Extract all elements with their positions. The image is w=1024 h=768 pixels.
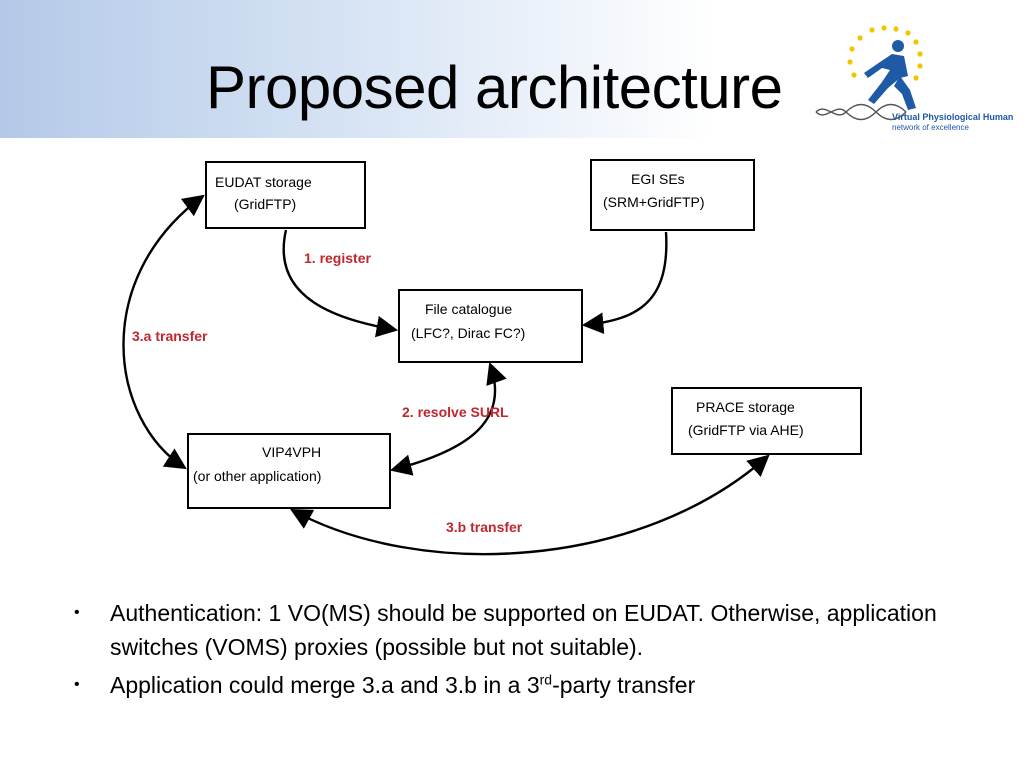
file-catalogue-box: File catalogue (LFC?, Dirac FC?) [398,289,583,363]
vip-box-line2: (or other application) [193,468,321,484]
architecture-diagram: EUDAT storage (GridFTP) EGI SEs (SRM+Gri… [122,159,862,556]
egi-box-line1: EGI SEs [631,171,685,187]
logo-subtitle: network of excellence [892,123,969,132]
bullet-marker: • [74,604,80,621]
slide-title: Proposed architecture [206,54,783,121]
prace-storage-box: PRACE storage (GridFTP via AHE) [671,387,862,455]
vip4vph-box: VIP4VPH (or other application) [187,433,391,509]
egi-ses-box: EGI SEs (SRM+GridFTP) [590,159,755,231]
bullet-item-merge: • Application could merge 3.a and 3.b in… [74,668,974,702]
resolve-surl-label: 2. resolve SURL [402,404,509,420]
register-arrow [282,229,399,338]
egi-to-catalogue-arrow [581,231,668,335]
vip-box-line1: VIP4VPH [262,444,321,460]
eu-stars-icon [847,25,923,81]
catalogue-box-line2: (LFC?, Dirac FC?) [411,325,525,341]
header-band [0,0,1024,138]
prace-box-line1: PRACE storage [696,399,795,415]
register-label: 1. register [304,250,371,266]
transfer-b-label: 3.b transfer [446,519,523,535]
catalogue-box-line1: File catalogue [425,301,512,317]
bullet-text-merge-sup: rd [539,671,553,688]
bullet-text-merge-before: Application could merge 3.a and 3.b in a… [110,672,540,698]
transfer-b-arrow [290,454,770,556]
eudat-box-line2: (GridFTP) [234,196,296,212]
eudat-storage-box: EUDAT storage (GridFTP) [205,161,366,229]
bullet-text-merge-after: -party transfer [552,672,696,698]
egi-box-line2: (SRM+GridFTP) [603,194,705,210]
bullet-text-authentication: Authentication: 1 VO(MS) should be suppo… [110,600,937,660]
dna-helix-icon [815,103,907,121]
transfer-a-arrow [122,194,205,470]
logo-title: Virtual Physiological Human [892,112,1014,122]
bullet-marker: • [74,676,80,693]
runner-figure-icon [864,40,916,110]
eudat-box-line1: EUDAT storage [215,174,312,190]
prace-box-line2: (GridFTP via AHE) [688,422,804,438]
bullet-list: • Authentication: 1 VO(MS) should be sup… [74,596,974,706]
transfer-a-label: 3.a transfer [132,328,208,344]
vph-logo [815,25,923,121]
bullet-item-authentication: • Authentication: 1 VO(MS) should be sup… [74,596,974,664]
